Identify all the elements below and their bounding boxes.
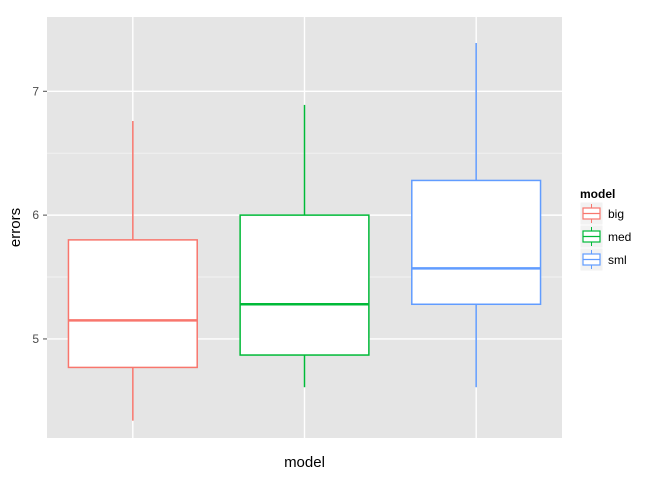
legend-item-sml: sml — [579, 247, 627, 272]
y-tick-label: 5 — [32, 332, 39, 346]
y-tick-label: 6 — [32, 208, 39, 222]
legend-item-big: big — [579, 201, 624, 226]
legend-label: sml — [608, 253, 627, 267]
boxes — [67, 43, 542, 421]
box-big — [67, 121, 198, 421]
y-axis-ticks: 5 6 7 — [32, 84, 47, 346]
legend-label: med — [608, 230, 631, 244]
legend: model big med sml — [579, 187, 631, 272]
legend-item-med: med — [579, 224, 631, 249]
y-tick-label: 7 — [32, 84, 39, 98]
box-med — [239, 104, 370, 388]
box-sml — [411, 43, 542, 388]
legend-title: model — [580, 187, 615, 201]
box-iqr — [67, 239, 198, 369]
x-axis-title: model — [284, 454, 325, 471]
legend-label: big — [608, 207, 624, 221]
y-axis-title: errors — [7, 208, 24, 247]
box-iqr — [411, 179, 542, 306]
box-iqr — [239, 214, 370, 356]
